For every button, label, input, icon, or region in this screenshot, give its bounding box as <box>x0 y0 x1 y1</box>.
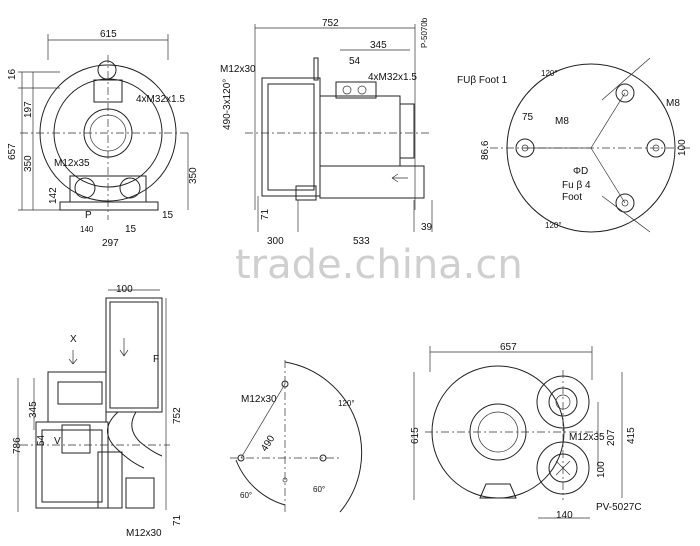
top-model: PV-5027C <box>596 502 642 513</box>
vertical-x: X <box>70 334 77 345</box>
front-top-offset: 16 <box>7 68 18 80</box>
front-base-height: 142 <box>48 187 59 204</box>
foot-hole-bottom <box>615 193 635 213</box>
flange-m8-right: M8 <box>666 98 680 109</box>
side-dim-39: 39 <box>421 222 433 233</box>
bolt-angle-120: 120° <box>338 399 355 408</box>
vertical-54: 54 <box>36 434 47 446</box>
flange-phi-d: ΦD <box>573 166 588 177</box>
foot-hole-top <box>615 83 635 103</box>
front-bottom-partial: 297 <box>102 238 119 249</box>
vertical-345: 345 <box>28 401 39 418</box>
top-bolt-label: M12x35 <box>569 432 605 443</box>
flange-angle-top: 120° <box>541 69 558 78</box>
flange-dim-100: 100 <box>677 139 688 156</box>
foot-hole-left <box>515 138 535 158</box>
front-total-height: 657 <box>7 143 18 160</box>
vertical-71: 71 <box>172 514 183 526</box>
foot-hole-right <box>646 138 666 158</box>
side-dim-345: 345 <box>370 40 387 51</box>
side-length-label: 752 <box>322 18 339 29</box>
side-port-label: 4xM32x1.5 <box>368 72 417 83</box>
flange-foot4-b: Foot <box>562 192 582 203</box>
vertical-v: V <box>54 436 61 447</box>
vertical-752: 752 <box>172 407 183 424</box>
top-width: 657 <box>500 342 517 353</box>
bolt-angle-60a: 60° <box>240 491 252 500</box>
top-bottom-140: 140 <box>556 510 573 521</box>
flange-m8-left: M8 <box>555 116 569 127</box>
bolt-circle-label: M12x30 <box>241 394 277 405</box>
bolt-circle-view: M12x30 490 120° 60° 60° <box>230 360 363 513</box>
flange-dim-75: 75 <box>522 112 534 123</box>
front-upper-height: 197 <box>23 101 34 118</box>
lifting-eye <box>97 60 117 80</box>
top-height-415: 415 <box>626 427 637 444</box>
top-height-100: 100 <box>596 461 607 478</box>
top-height-207: 207 <box>606 429 617 446</box>
side-dim-54: 54 <box>349 56 361 67</box>
vertical-bolt: M12x30 <box>126 528 162 539</box>
bolt-circle-diameter: 490 <box>259 433 277 453</box>
side-drawing-no: P-5070b <box>420 17 429 48</box>
front-right-height: 350 <box>188 167 199 184</box>
front-lower-height: 350 <box>23 155 34 172</box>
top-view: 657 615 415 207 100 M12x35 140 PV-5027C <box>410 342 642 521</box>
side-dim-71: 71 <box>260 208 271 220</box>
side-view: 752 P-5070b 345 54 4xM32x1.5 M12x30 490-… <box>220 17 433 247</box>
front-view: 615 16 197 657 350 142 350 4xM32x1.5 M12… <box>7 29 199 249</box>
front-width-label: 615 <box>100 29 117 40</box>
bolt-angle-60b: 60° <box>313 485 325 494</box>
flange-dim-86: 86.6 <box>480 140 491 160</box>
side-bottom-left: 300 <box>267 236 284 247</box>
vertical-view: 100 F X V 786 345 54 752 71 M12x30 <box>12 284 183 539</box>
front-right-15a: 15 <box>125 224 137 235</box>
front-port-label: 4xM32x1.5 <box>136 94 185 105</box>
front-outlet-left <box>74 177 96 199</box>
vertical-f: F <box>153 354 159 365</box>
vertical-786: 786 <box>12 437 23 454</box>
side-bolt-label: M12x30 <box>220 64 256 75</box>
side-flange-label: 490-3x120° <box>222 79 233 130</box>
flange-foot4-a: Fu β 4 <box>562 180 591 191</box>
front-right-15b: 15 <box>162 210 174 221</box>
front-foot-spacing: P <box>85 210 92 221</box>
flange-foot1: FUβ Foot 1 <box>457 75 508 86</box>
top-height-615: 615 <box>410 427 421 444</box>
front-outlet-right <box>119 177 141 199</box>
vertical-width: 100 <box>116 284 133 295</box>
flange-angle-bottom: 120° <box>545 221 562 230</box>
front-bolt-label: M12x35 <box>54 158 90 169</box>
watermark: trade.china.cn <box>235 242 523 288</box>
flange-view: 120° 120° FUβ Foot 1 75 M8 M8 86.6 100 Φ… <box>457 57 690 233</box>
front-foot-dim: 140 <box>80 225 94 234</box>
bolt-circle-arc <box>284 361 363 513</box>
side-bottom-right: 533 <box>353 236 370 247</box>
